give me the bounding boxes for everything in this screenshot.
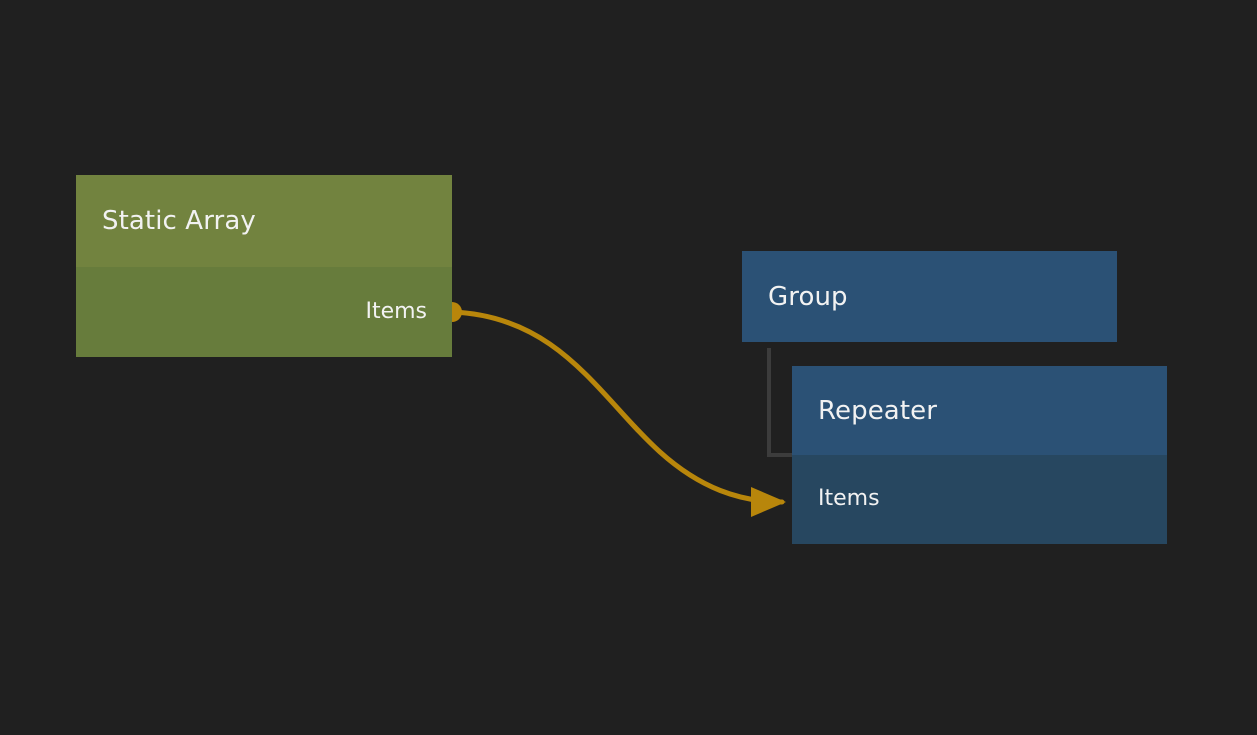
port-label-static-array-items: Items [365,298,427,324]
node-static-array[interactable]: Static Array Items [76,175,452,357]
node-repeater-body: Items [792,455,1167,544]
node-static-array-header[interactable]: Static Array [76,175,452,267]
port-label-repeater-items: Items [818,485,880,511]
port-row-static-array-items[interactable]: Items [76,288,452,334]
node-static-array-body: Items [76,267,452,357]
connection-wire-static-array-items-to-repeater-items[interactable] [449,309,787,517]
port-row-repeater-items[interactable]: Items [792,475,1167,521]
node-group-title: Group [768,281,848,312]
node-group[interactable]: Group [742,251,1117,342]
node-repeater-title: Repeater [818,395,938,426]
node-group-header[interactable]: Group [742,251,1117,342]
group-to-repeater-bracket [767,348,794,457]
node-repeater-header[interactable]: Repeater [792,366,1167,455]
node-static-array-title: Static Array [102,206,256,236]
node-repeater[interactable]: Repeater Items [792,366,1167,544]
